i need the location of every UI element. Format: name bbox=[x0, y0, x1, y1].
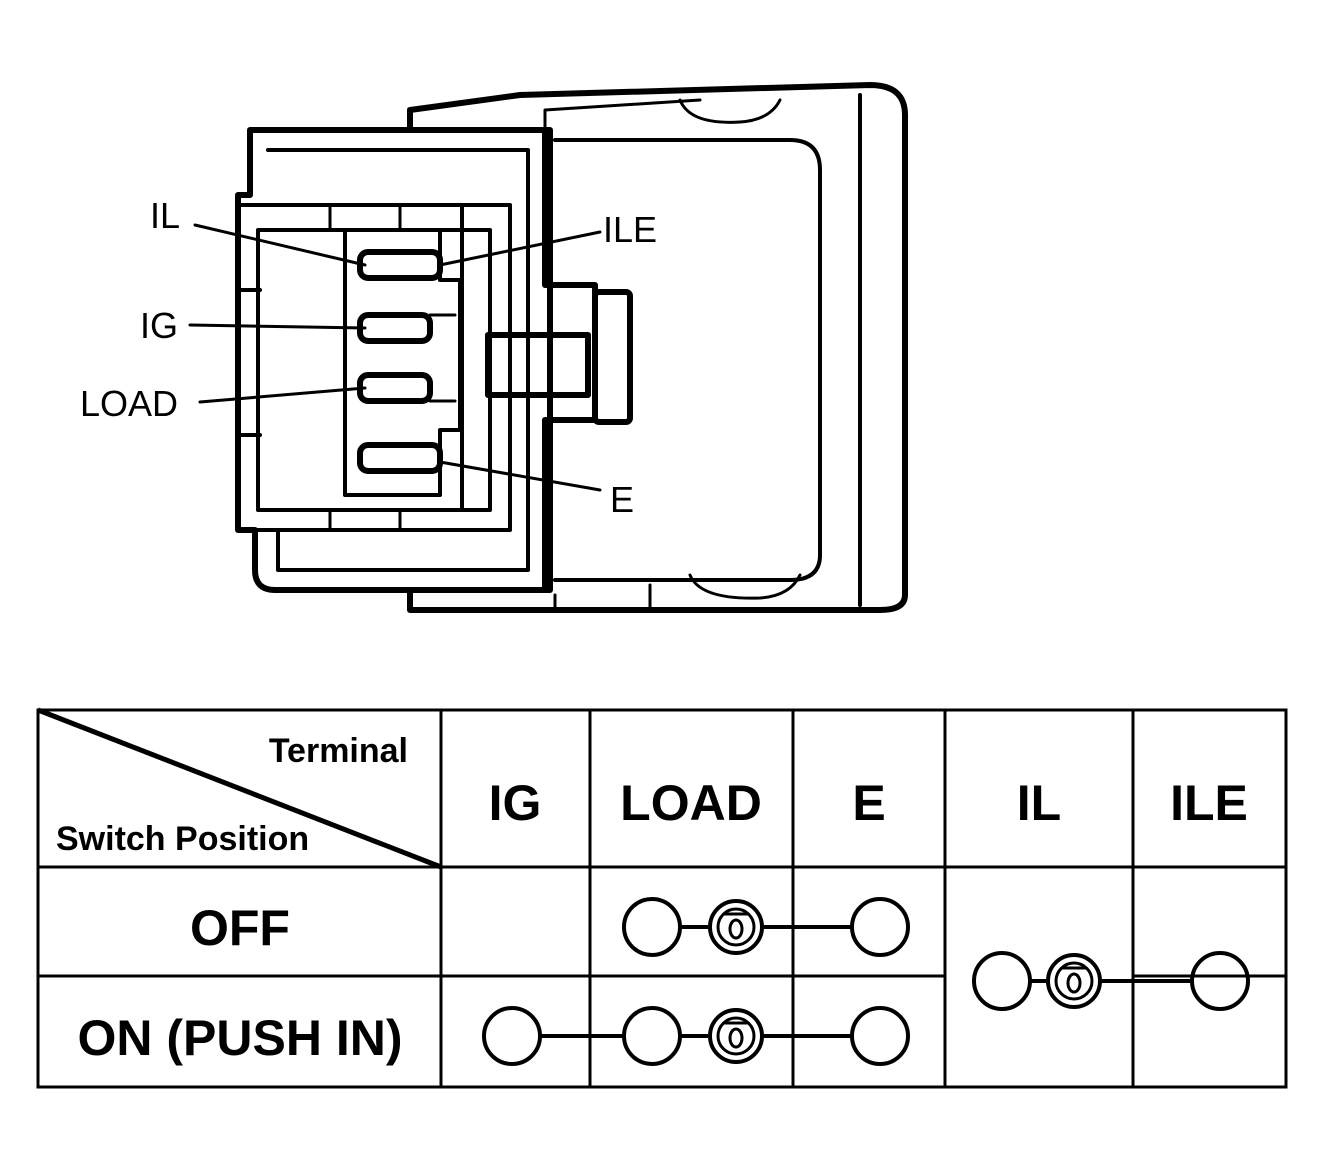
column-header-e: E bbox=[852, 775, 885, 831]
continuity-off-load-e bbox=[622, 897, 910, 957]
continuity-il-ile bbox=[972, 951, 1250, 1011]
label-ig: IG bbox=[140, 305, 178, 346]
indicator-bulb-icon bbox=[708, 899, 764, 955]
connector-drawing bbox=[188, 82, 908, 613]
label-ile: ILE bbox=[603, 209, 657, 250]
corner-switch-position: Switch Position bbox=[56, 820, 309, 858]
column-header-ile: ILE bbox=[1170, 775, 1248, 831]
continuity-on-ig-load-e bbox=[482, 1006, 910, 1066]
row-label-off: OFF bbox=[190, 900, 290, 956]
terminal-block bbox=[343, 228, 462, 497]
continuity-table: Terminal Switch Position IG LOAD E IL IL… bbox=[36, 707, 1288, 1089]
terminal-circle-load bbox=[622, 897, 682, 957]
table-grid bbox=[36, 707, 1288, 1089]
column-header-ig: IG bbox=[489, 775, 542, 831]
corner-terminal: Terminal bbox=[269, 732, 408, 770]
row-label-on: ON (PUSH IN) bbox=[78, 1010, 403, 1066]
indicator-bulb-icon bbox=[708, 1008, 764, 1064]
terminal-ig-pin bbox=[357, 312, 433, 344]
corner-diagonal bbox=[37, 707, 442, 870]
terminal-circle-load bbox=[622, 1006, 682, 1066]
terminal-e-pin bbox=[357, 442, 443, 474]
label-load: LOAD bbox=[80, 383, 178, 424]
label-il: IL bbox=[150, 195, 180, 236]
leader-lines bbox=[188, 223, 602, 492]
push-plunger bbox=[485, 289, 633, 425]
terminal-load-pin bbox=[357, 372, 433, 404]
column-header-load: LOAD bbox=[620, 775, 762, 831]
terminal-il-pin bbox=[357, 249, 443, 281]
terminal-circle-e bbox=[850, 897, 910, 957]
terminal-circle-e bbox=[850, 1006, 910, 1066]
switch-housing bbox=[407, 82, 908, 613]
column-header-il: IL bbox=[1017, 775, 1061, 831]
terminal-circle-il bbox=[972, 951, 1032, 1011]
label-e: E bbox=[610, 479, 634, 520]
indicator-bulb-icon bbox=[1046, 953, 1102, 1009]
connector-frame bbox=[235, 127, 598, 593]
terminal-circle-ig bbox=[482, 1006, 542, 1066]
terminal-circle-ile bbox=[1190, 951, 1250, 1011]
